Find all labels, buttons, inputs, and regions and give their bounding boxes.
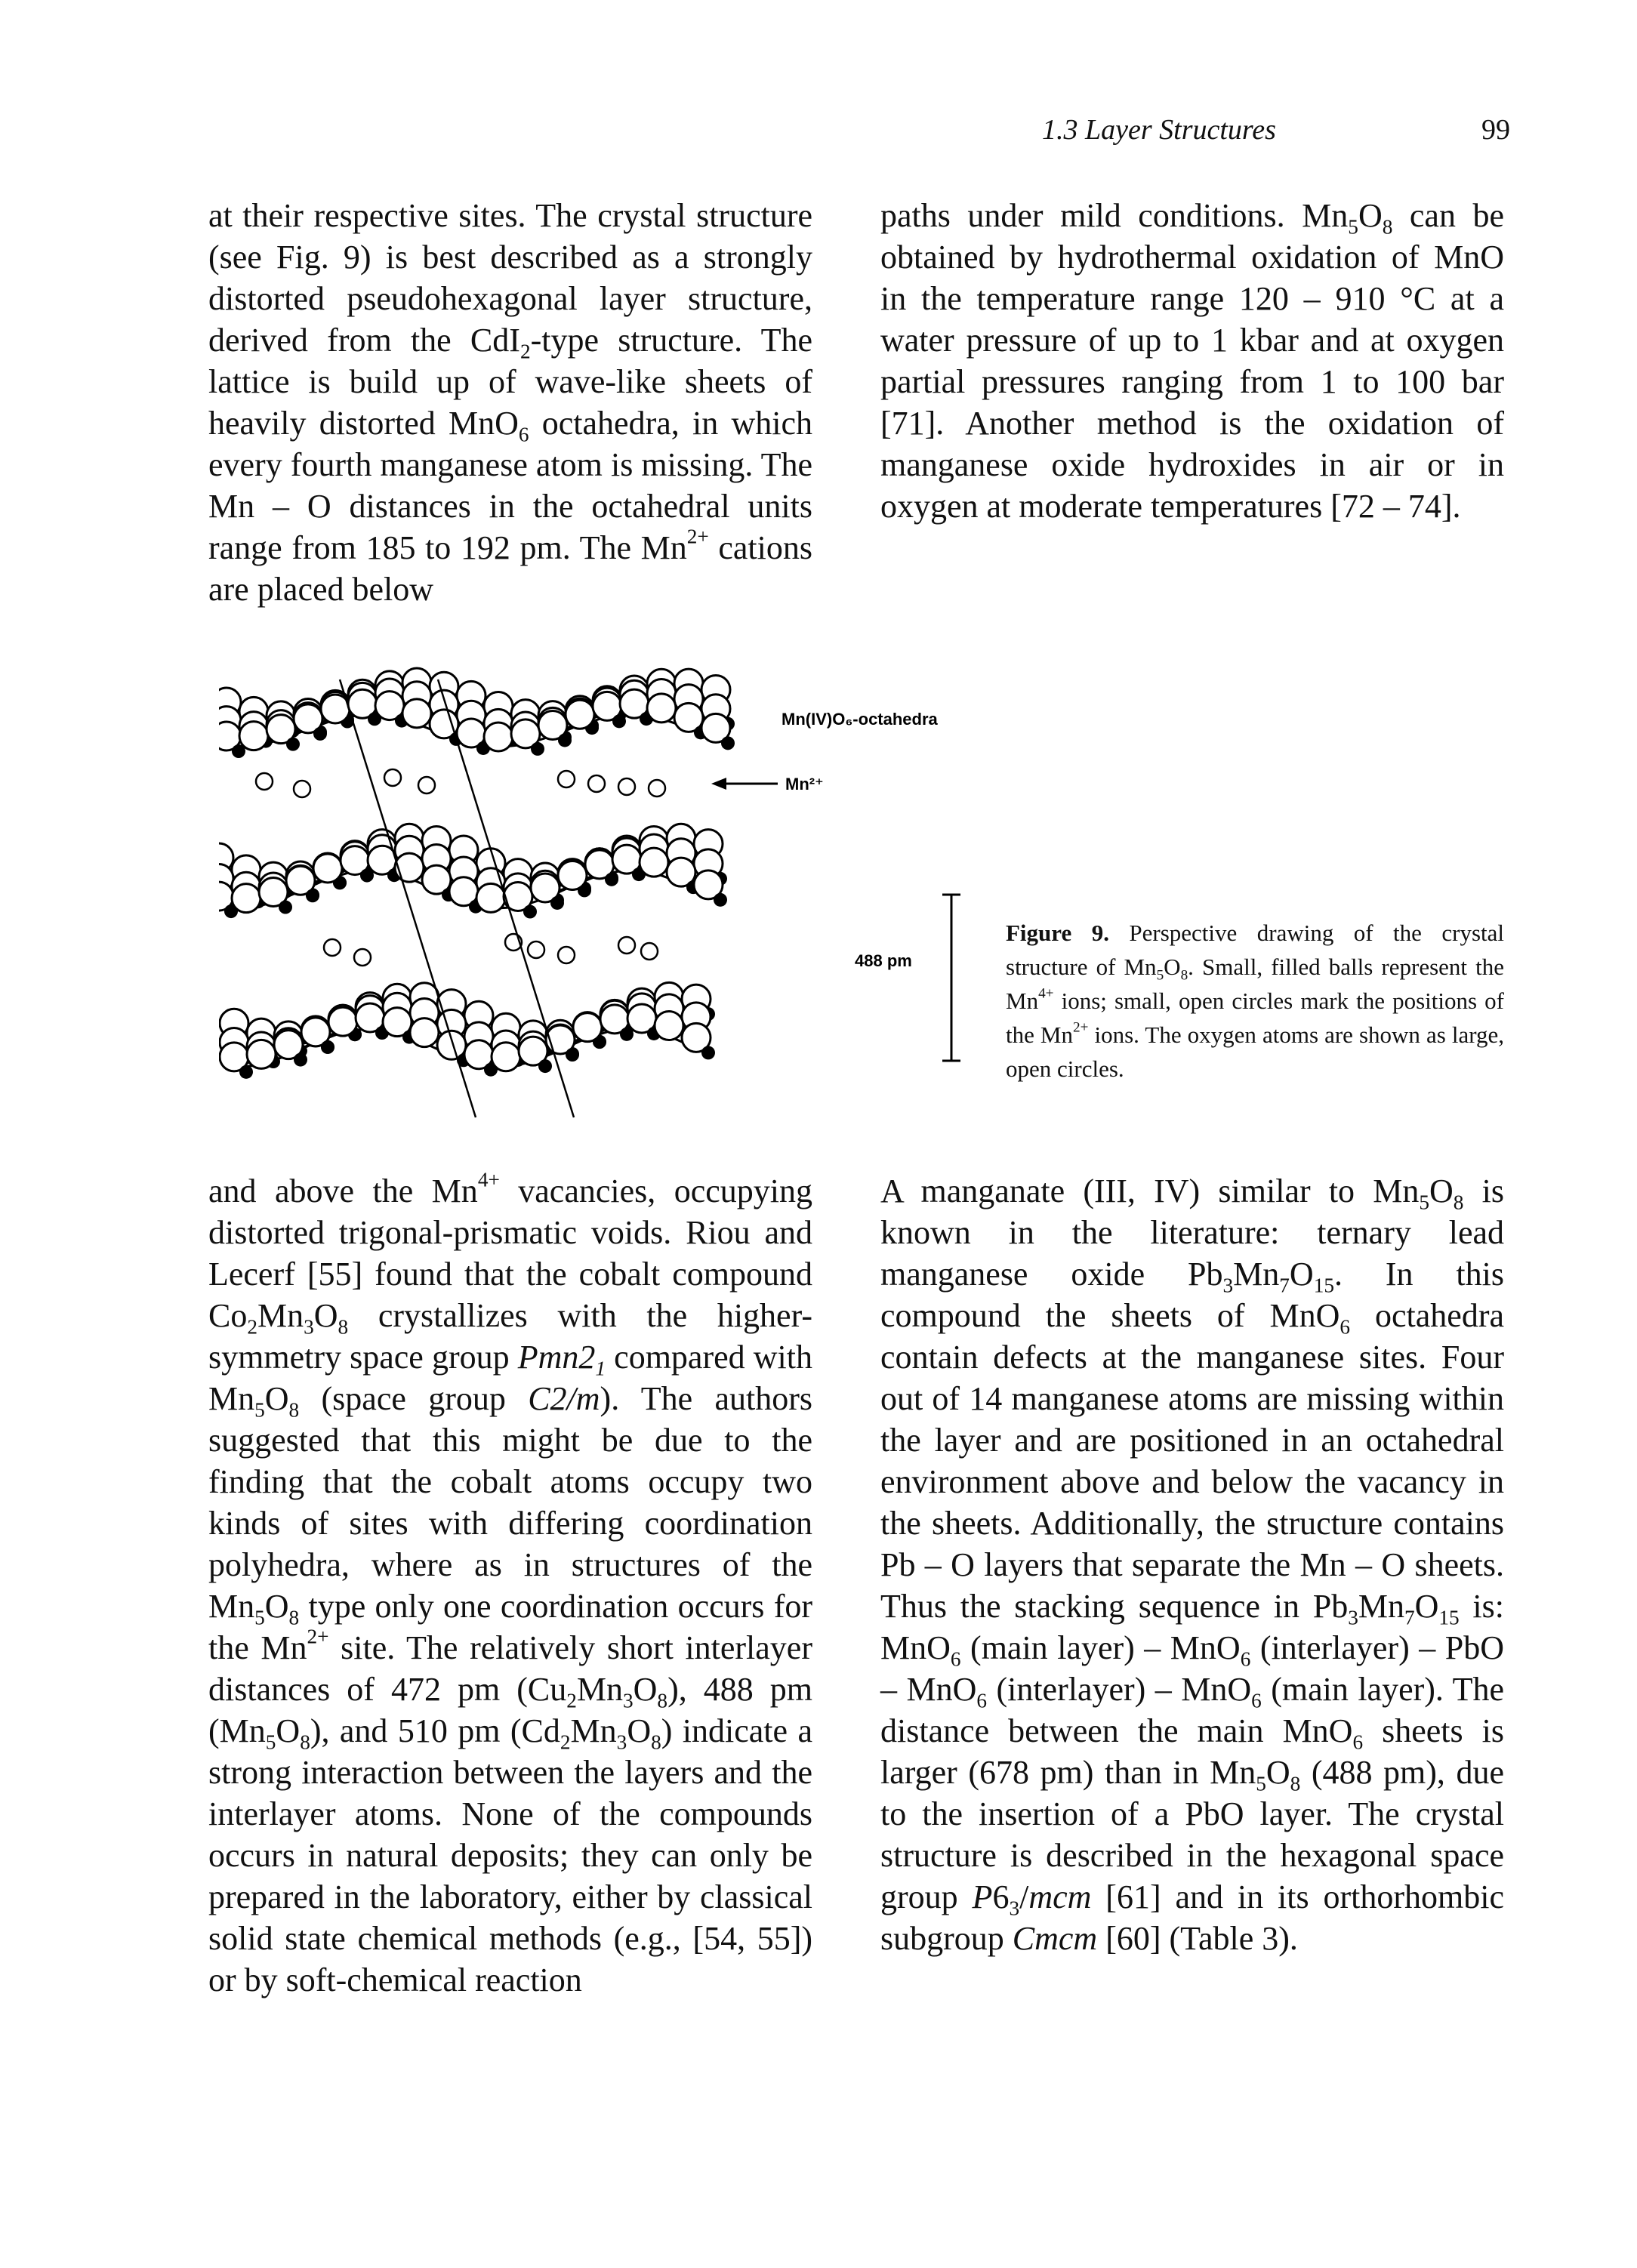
oxygen-atom: [238, 720, 270, 752]
mn2-atom: [417, 775, 436, 795]
oxygen-atom: [393, 852, 425, 883]
mn4-atom: [566, 1048, 579, 1062]
oxygen-atom: [327, 1006, 359, 1037]
mn4-atom: [321, 1040, 334, 1054]
oxygen-atom: [273, 1029, 304, 1061]
mn-arrow-head: [711, 778, 726, 790]
caption-text: ions; small, open circles mark the posit…: [1006, 988, 1504, 1048]
oxygen-atom: [665, 856, 697, 888]
caption-text: ions. The oxygen atoms are shown as larg…: [1006, 1022, 1504, 1082]
mn2-atom: [526, 940, 546, 960]
mn2-atom: [292, 779, 312, 799]
left-column-bottom: and above the Mn4+ vacancies, occupying …: [208, 1168, 813, 2001]
mn4-atom: [714, 892, 727, 907]
oxygen-atom: [517, 1035, 549, 1067]
unit-cell-edge: [338, 679, 477, 1118]
mn4-atom: [605, 872, 618, 886]
mn4-atom: [523, 904, 537, 919]
paragraph: at their respective sites. The crystal s…: [208, 197, 813, 608]
oxygen-atom: [265, 713, 297, 745]
oxygen-atom: [230, 883, 262, 914]
mn2-atom: [254, 772, 274, 791]
oxygen-atom: [490, 1041, 522, 1073]
oxygen-atom: [700, 712, 732, 744]
mn2-atom: [322, 938, 342, 957]
oxygen-atom: [381, 1006, 413, 1038]
mn2-atom: [617, 935, 637, 955]
oxygen-atom: [401, 698, 433, 729]
mn2-atom: [353, 948, 372, 967]
mn4-atom: [313, 726, 327, 741]
mn4-atom: [286, 737, 300, 751]
oxygen-atom: [556, 859, 588, 891]
oxygen-atom: [638, 846, 670, 878]
mn4-atom: [620, 1027, 634, 1041]
mn2-atom: [647, 778, 667, 798]
mn4-atom: [558, 733, 572, 747]
oxygen-atom: [482, 721, 514, 753]
mn4-atom: [612, 714, 626, 729]
oxygen-atom: [510, 718, 541, 750]
mn4-atom: [294, 1052, 307, 1067]
mn2-atom: [587, 774, 606, 793]
oxygen-atom: [529, 872, 561, 904]
oxygen-atom: [312, 852, 344, 884]
oxygen-atom: [257, 877, 289, 908]
figure-caption: Figure 9. Perspective drawing of the cry…: [1006, 920, 1504, 1082]
mn4-atom: [701, 1046, 715, 1060]
oxygen-atom: [285, 864, 316, 896]
right-column-bottom: A manganate (III, IV) similar to Mn5O8 i…: [880, 1170, 1504, 1959]
paragraph: paths under mild conditions. Mn5O8 can b…: [880, 197, 1504, 525]
mn4-atom: [279, 900, 292, 914]
mn4-atom: [360, 868, 374, 883]
distance-label: 488 pm: [855, 951, 912, 970]
mn2-atom: [556, 769, 576, 789]
caption-text: Perspective drawing of the crystal struc…: [1006, 920, 1504, 980]
oxygen-atom: [673, 701, 704, 733]
oxygen-atom: [502, 881, 534, 913]
mn4-atom: [232, 744, 245, 759]
oxygen-atom: [572, 1012, 603, 1043]
mn2-atom: [617, 777, 637, 797]
caption-text: O: [1164, 954, 1181, 980]
mn2-atom: [383, 768, 402, 787]
mn4-atom: [550, 895, 564, 910]
oxygen-atom: [300, 1016, 331, 1048]
oxygen-atom: [428, 708, 460, 740]
oxygen-atom: [653, 1009, 685, 1041]
caption-text: . Small, filled balls represent the Mn: [1006, 954, 1504, 1014]
oxygen-atom: [421, 864, 452, 895]
oxygen-atom: [408, 1017, 440, 1049]
left-column-top: at their respective sites. The crystal s…: [208, 195, 812, 610]
page-number: 99: [1481, 114, 1510, 146]
oxygen-atom: [680, 1022, 712, 1053]
mn4-atom: [531, 741, 544, 756]
atom-layers: [219, 667, 735, 1118]
oxygen-atom: [544, 1024, 576, 1055]
unit-cell-edge: [436, 679, 575, 1118]
oxygen-atom: [537, 709, 569, 741]
paragraph: and above the Mn4+ vacancies, occupying …: [208, 1168, 813, 1998]
right-column-top: paths under mild conditions. Mn5O8 can b…: [880, 195, 1504, 527]
oxygen-atom: [646, 692, 677, 724]
mn4-atom: [538, 1059, 552, 1074]
oxygen-atom: [564, 698, 596, 730]
oxygen-atom: [245, 1038, 277, 1070]
mn4-atom: [721, 736, 735, 750]
mn4-atom: [239, 1065, 253, 1079]
oxygen-atom: [475, 882, 507, 914]
mn2-atom: [556, 945, 576, 965]
crystal-structure-figure: Mn(IV)O₆-octahedra Mn²⁺ 488 pm: [219, 649, 982, 1132]
caption-label: Figure 9.: [1006, 920, 1109, 946]
oxygen-atom: [292, 703, 324, 735]
oxygen-atom: [692, 869, 724, 901]
oxygen-atom: [436, 1029, 467, 1061]
octahedra-label: Mn(IV)O₆-octahedra: [782, 710, 939, 729]
crystal-structure-drawing: Mn(IV)O₆-octahedra Mn²⁺ 488 pm: [219, 667, 960, 1118]
mn2-atom: [640, 941, 659, 961]
mn2-label: Mn²⁺: [785, 775, 824, 793]
mn4-atom: [306, 889, 319, 903]
paragraph: A manganate (III, IV) similar to Mn5O8 i…: [880, 1173, 1504, 1957]
section-title: 1.3 Layer Structures: [1042, 114, 1276, 146]
